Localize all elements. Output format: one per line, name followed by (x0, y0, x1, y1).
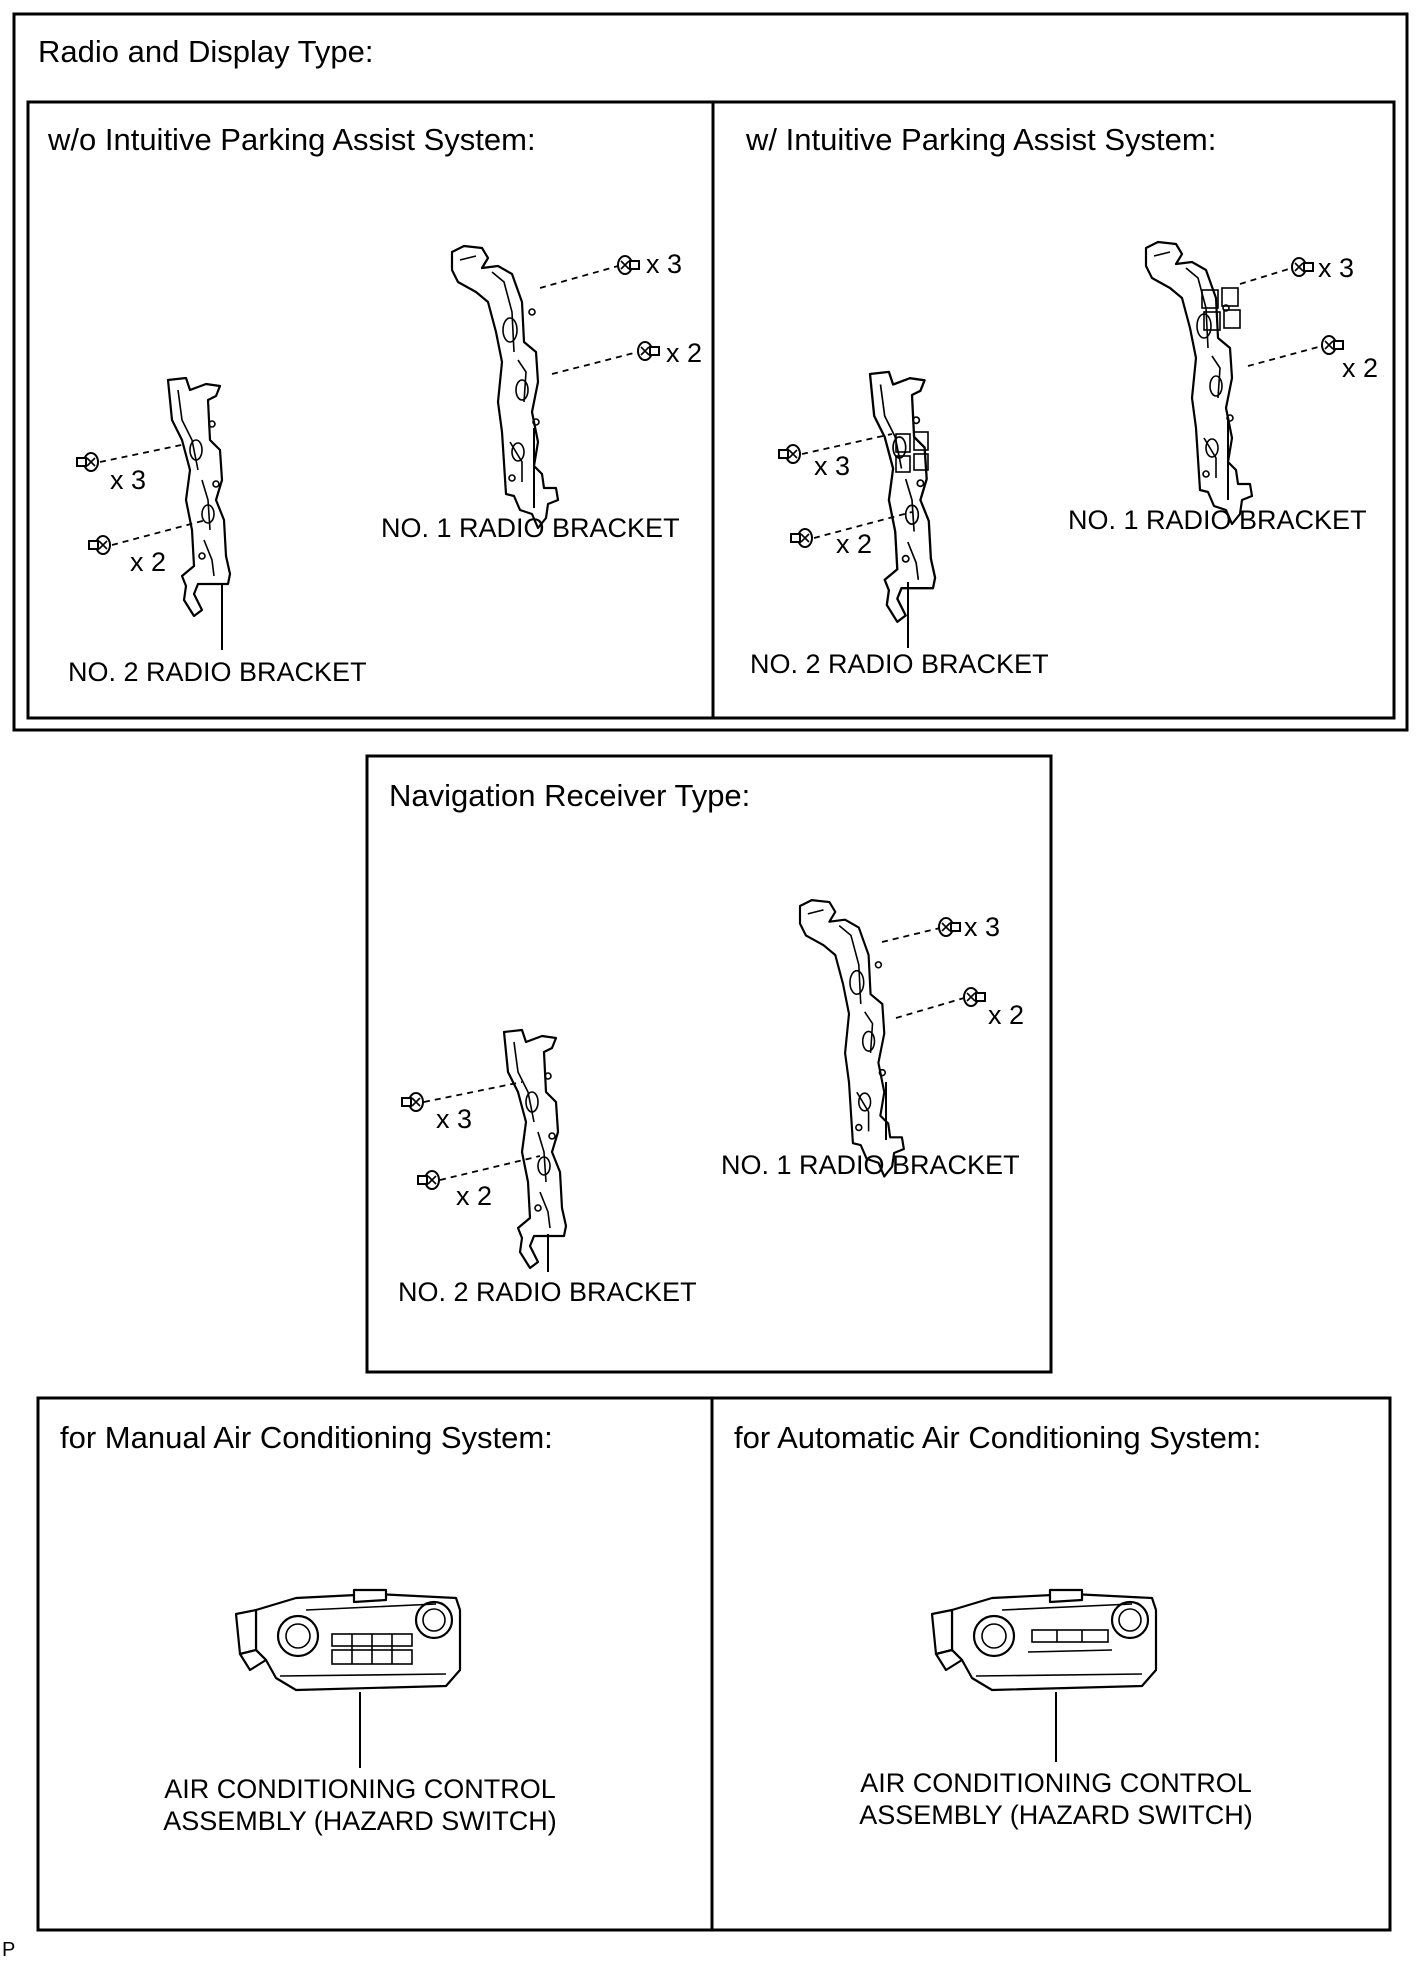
radio-display-title: Radio and Display Type: (38, 34, 373, 69)
no2-bolt-qty-b: x 2 (456, 1181, 492, 1211)
navigation-title: Navigation Receiver Type: (389, 778, 750, 813)
no2-radio-bracket-label: NO. 2 RADIO BRACKET (68, 657, 367, 687)
ac-control-assembly (930, 1588, 1158, 1692)
bolt-icon (778, 444, 801, 464)
no1-radio-bracket-label: NO. 1 RADIO BRACKET (381, 513, 680, 543)
with-ipa-title: w/ Intuitive Parking Assist System: (745, 122, 1216, 157)
bolt-icon (790, 528, 813, 548)
without-ipa-title: w/o Intuitive Parking Assist System: (47, 122, 536, 157)
bolt-icon (963, 987, 986, 1007)
no1-bolt-qty-b: x 2 (988, 1000, 1024, 1030)
no2-bolt-qty-b: x 2 (130, 547, 166, 577)
auto-ac-title: for Automatic Air Conditioning System: (734, 1420, 1261, 1455)
no1-bolt-qty-a: x 3 (1318, 253, 1354, 283)
bolt-icon (617, 255, 640, 275)
navigation-frame (365, 754, 1053, 1374)
no2-radio-bracket-label: NO. 2 RADIO BRACKET (398, 1277, 697, 1307)
navigation-section: Navigation Receiver Type: x 3 x 2 NO. 1 … (365, 754, 1053, 1374)
no2-bolt-qty-a: x 3 (436, 1104, 472, 1134)
air-conditioning-section: for Manual Air Conditioning System: AIR … (36, 1396, 1392, 1932)
bolt-icon (88, 535, 111, 555)
manual-ac-label-line2: ASSEMBLY (HAZARD SWITCH) (163, 1806, 557, 1836)
no1-radio-bracket: x 3 x 2 NO. 1 RADIO BRACKET (721, 899, 1024, 1180)
radio-display-frame (12, 12, 1409, 732)
no1-bolt-qty-a: x 3 (646, 249, 682, 279)
bolt-icon (938, 917, 961, 937)
without-ipa-panel: w/o Intuitive Parking Assist System: x 3… (47, 122, 702, 687)
manual-ac-label-line1: AIR CONDITIONING CONTROL (164, 1774, 556, 1804)
radio-display-inner-frame (26, 100, 1396, 720)
no1-bolt-qty-a: x 3 (964, 912, 1000, 942)
corner-mark: P (2, 1939, 15, 1961)
no2-bolt-qty-a: x 3 (814, 451, 850, 481)
no1-bolt-qty-b: x 2 (666, 338, 702, 368)
no2-radio-bracket: x 3 x 2 NO. 2 RADIO BRACKET (750, 370, 1049, 679)
no2-bolt-qty-a: x 3 (110, 465, 146, 495)
manual-ac-title: for Manual Air Conditioning System: (60, 1420, 553, 1455)
bolt-icon (637, 341, 660, 361)
no1-bolt-qty-b: x 2 (1342, 353, 1378, 383)
bolt-icon (417, 1170, 440, 1190)
auto-ac-label-line1: AIR CONDITIONING CONTROL (860, 1768, 1252, 1798)
no1-radio-bracket-label: NO. 1 RADIO BRACKET (1068, 505, 1367, 535)
no1-radio-bracket-label: NO. 1 RADIO BRACKET (721, 1150, 1020, 1180)
no2-radio-bracket: x 3 x 2 NO. 2 RADIO BRACKET (68, 376, 367, 687)
air-conditioning-frame (36, 1396, 1392, 1932)
manual-ac-panel: for Manual Air Conditioning System: AIR … (60, 1420, 557, 1836)
no1-radio-bracket: x 3 x 2 NO. 1 RADIO BRACKET (1068, 240, 1378, 535)
ac-control-assembly (234, 1588, 462, 1692)
auto-ac-label-line2: ASSEMBLY (HAZARD SWITCH) (859, 1800, 1253, 1830)
no2-radio-bracket: x 3 x 2 NO. 2 RADIO BRACKET (398, 1028, 697, 1307)
bolt-icon (1291, 257, 1314, 277)
radio-display-section: Radio and Display Type: w/o Intuitive Pa… (12, 12, 1409, 732)
bolt-icon (76, 452, 99, 472)
no2-bolt-qty-b: x 2 (836, 529, 872, 559)
no2-radio-bracket-label: NO. 2 RADIO BRACKET (750, 649, 1049, 679)
auto-ac-panel: for Automatic Air Conditioning System: A… (734, 1420, 1261, 1830)
no1-radio-bracket: x 3 x 2 NO. 1 RADIO BRACKET (381, 244, 702, 543)
bolt-icon (401, 1092, 424, 1112)
with-ipa-panel: w/ Intuitive Parking Assist System: x 3 … (745, 122, 1378, 679)
bolt-icon (1321, 335, 1344, 355)
